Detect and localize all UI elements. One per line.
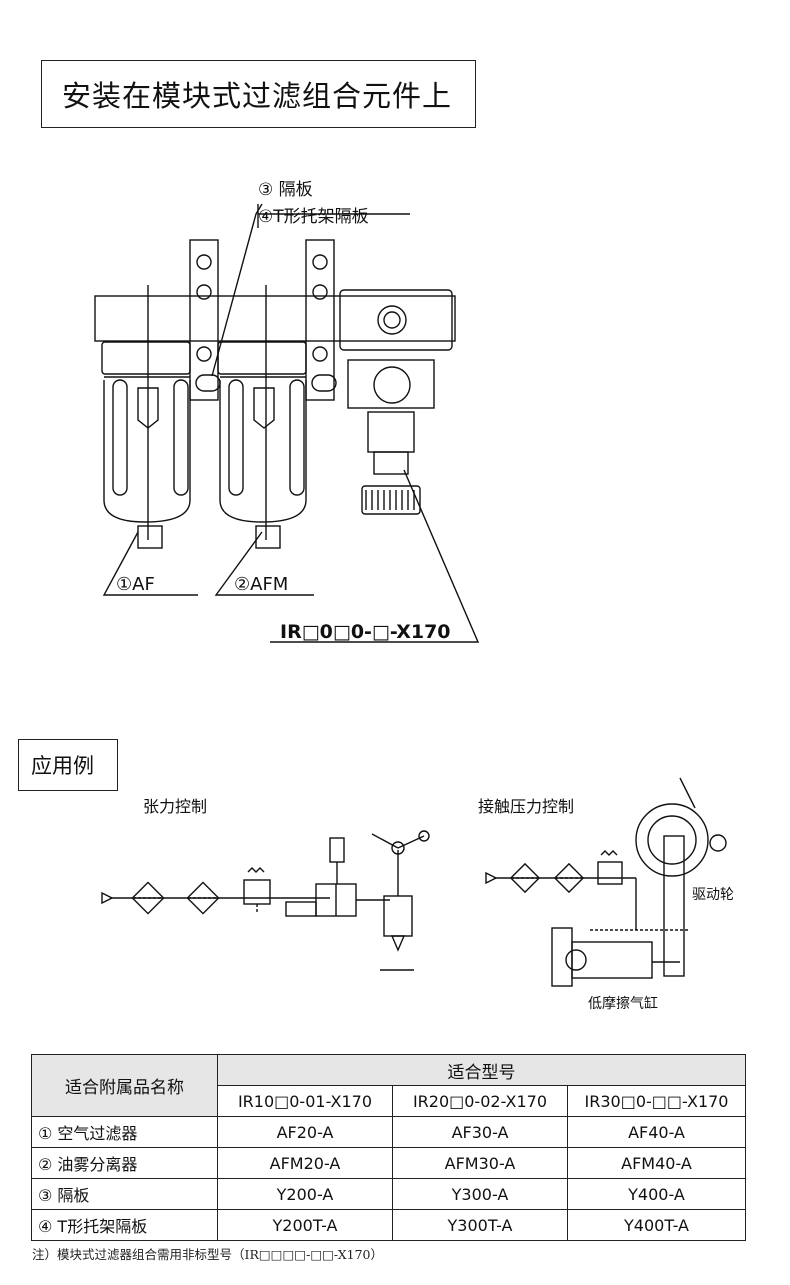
cell: Y400T-A — [567, 1209, 746, 1241]
ir-regulator-unit — [339, 289, 453, 515]
tension-control-title: 张力控制 — [143, 797, 207, 816]
contact-pressure-circuit — [485, 777, 727, 987]
model-ir30: IR30□0-□□-X170 — [567, 1085, 746, 1117]
row-name: ② 油雾分离器 — [31, 1147, 218, 1179]
label-spacer: ③ 隔板 — [258, 180, 313, 200]
section-title-mounting: 安装在模块式过滤组合元件上 — [41, 60, 476, 128]
cell: Y300T-A — [392, 1209, 568, 1241]
filter-regulator-assembly — [94, 203, 480, 643]
cell: Y300-A — [392, 1178, 568, 1210]
label-afm: ②AFM — [234, 574, 288, 595]
table-header-models: 适合型号 — [217, 1054, 746, 1086]
table-row: ① 空气过滤器 AF20-A AF30-A AF40-A — [31, 1116, 746, 1148]
footnote: 注）模块式过滤器组合需用非标型号（IR□□□□-□□-X170） — [32, 1247, 383, 1262]
table-row: ② 油雾分离器 AFM20-A AFM30-A AFM40-A — [31, 1147, 746, 1179]
table-row: ③ 隔板 Y200-A Y300-A Y400-A — [31, 1178, 746, 1210]
row-name: ④ T形托架隔板 — [31, 1209, 218, 1241]
cell: AF30-A — [392, 1116, 568, 1148]
row-name: ① 空气过滤器 — [31, 1116, 218, 1148]
assembly-and-circuit-drawings: ③ 隔板 ④T形托架隔板 ①AF ②AFM IR□0□0-□-X170 张力控制… — [94, 180, 734, 1012]
model-ir20: IR20□0-02-X170 — [392, 1085, 568, 1117]
cell: AFM40-A — [567, 1147, 746, 1179]
table-row: ④ T形托架隔板 Y200T-A Y300T-A Y400T-A — [31, 1209, 746, 1241]
cell: AFM30-A — [392, 1147, 568, 1179]
cell: AF20-A — [217, 1116, 393, 1148]
spacer-brackets — [189, 239, 337, 401]
table-header-accessory: 适合附属品名称 — [31, 1054, 218, 1117]
accessory-table: 适合附属品名称 适合型号 IR10□0-01-X170 IR20□0-02-X1… — [31, 1054, 746, 1241]
label-drive-wheel: 驱动轮 — [692, 887, 734, 903]
row-name: ③ 隔板 — [31, 1178, 218, 1210]
label-af: ①AF — [116, 574, 155, 595]
cell: Y200T-A — [217, 1209, 393, 1241]
cell: Y400-A — [567, 1178, 746, 1210]
cell: Y200-A — [217, 1178, 393, 1210]
section-title-examples: 应用例 — [18, 739, 118, 791]
afm-mist-separator-unit — [217, 285, 307, 549]
af-filter-unit — [101, 285, 191, 549]
cell: AFM20-A — [217, 1147, 393, 1179]
contact-pressure-title: 接触压力控制 — [478, 797, 574, 816]
label-low-friction-cylinder: 低摩擦气缸 — [588, 995, 658, 1012]
label-t-spacer: ④T形托架隔板 — [258, 207, 369, 227]
label-ir-model: IR□0□0-□-X170 — [280, 621, 451, 643]
model-ir10: IR10□0-01-X170 — [217, 1085, 393, 1117]
tension-control-circuit — [101, 830, 430, 971]
cell: AF40-A — [567, 1116, 746, 1148]
